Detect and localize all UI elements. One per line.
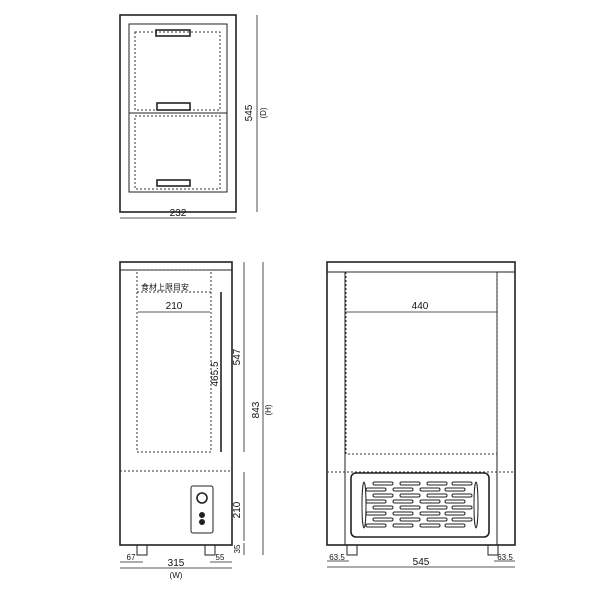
front-base-height-dim: 210 bbox=[232, 501, 243, 518]
top-view: 232 545 (D) bbox=[119, 14, 268, 219]
top-container-lower bbox=[134, 115, 221, 190]
front-view: 食材上限目安 210 465.5 67 315 (W) 55 547 843 (… bbox=[119, 261, 273, 580]
foot-right bbox=[487, 544, 499, 556]
grille-slot bbox=[426, 493, 448, 498]
ventilation-grille bbox=[350, 472, 490, 538]
grille-slot bbox=[399, 481, 421, 486]
top-inner-frame bbox=[128, 23, 228, 193]
side-inner-cavity bbox=[345, 271, 498, 455]
front-width-suffix: (W) bbox=[170, 571, 183, 580]
top-width-dim: 232 bbox=[170, 208, 187, 219]
front-left-offset-dim: 67 bbox=[127, 553, 136, 562]
grille-slot bbox=[392, 487, 414, 492]
front-total-height-dim: 843 bbox=[251, 401, 262, 418]
grille-slot bbox=[473, 481, 479, 529]
indicator-lamp bbox=[199, 512, 205, 518]
grille-slot bbox=[444, 487, 466, 492]
control-panel bbox=[190, 485, 214, 534]
grille-slot bbox=[444, 499, 466, 504]
handle bbox=[156, 102, 191, 111]
front-width-dim: 315 bbox=[168, 558, 185, 569]
front-inner-width-dim: 210 bbox=[166, 301, 183, 312]
grille-slot bbox=[365, 523, 387, 528]
grille-slot bbox=[365, 487, 387, 492]
front-right-offset-dim: 55 bbox=[216, 553, 225, 562]
side-right-offset-dim: 63.5 bbox=[497, 553, 513, 562]
foot-left bbox=[346, 544, 358, 556]
power-switch[interactable] bbox=[199, 519, 205, 525]
foot-left bbox=[136, 544, 148, 556]
grille-slot bbox=[419, 487, 441, 492]
grille-slot bbox=[444, 511, 466, 516]
side-depth-dim: 545 bbox=[413, 557, 430, 568]
grille-slot bbox=[399, 493, 421, 498]
grille-slot bbox=[444, 523, 466, 528]
grille-slot bbox=[372, 493, 394, 498]
grille-slot bbox=[451, 481, 473, 486]
handle bbox=[155, 29, 191, 37]
grille-slots bbox=[361, 481, 479, 529]
front-total-height-suffix: (H) bbox=[264, 404, 273, 415]
grille-slot bbox=[392, 511, 414, 516]
top-container-upper bbox=[134, 31, 221, 111]
side-inner-width-dim: 440 bbox=[412, 301, 429, 312]
grille-slot bbox=[426, 517, 448, 522]
side-left-offset-dim: 63.5 bbox=[329, 553, 345, 562]
front-inner-height-dim: 465.5 bbox=[210, 361, 221, 386]
grille-slot bbox=[392, 523, 414, 528]
grille-slot bbox=[451, 517, 473, 522]
food-limit-label: 食材上限目安 bbox=[141, 282, 189, 292]
grille-slot bbox=[426, 481, 448, 486]
grille-slot bbox=[426, 505, 448, 510]
grille-slot bbox=[419, 499, 441, 504]
grille-slot bbox=[399, 505, 421, 510]
grille-slot bbox=[451, 493, 473, 498]
foot-right bbox=[204, 544, 216, 556]
front-cabinet-height-dim: 547 bbox=[232, 348, 243, 365]
grille-slot bbox=[365, 499, 387, 504]
top-depth-suffix: (D) bbox=[259, 107, 268, 118]
grille-slot bbox=[419, 523, 441, 528]
side-view: 440 545 63.5 63.5 bbox=[326, 261, 516, 568]
thermostat-knob[interactable] bbox=[196, 492, 208, 504]
grille-slot bbox=[372, 517, 394, 522]
grille-slot bbox=[451, 505, 473, 510]
handle bbox=[156, 179, 191, 187]
grille-slot bbox=[361, 481, 367, 529]
grille-slot bbox=[365, 511, 387, 516]
grille-slot bbox=[399, 517, 421, 522]
top-depth-dim: 545 bbox=[244, 104, 255, 121]
grille-slot bbox=[392, 499, 414, 504]
top-outer-frame bbox=[119, 14, 237, 213]
front-foot-height-dim: 35 bbox=[233, 544, 242, 553]
side-outer-frame bbox=[326, 261, 516, 546]
front-outer-frame bbox=[119, 261, 233, 546]
grille-slot bbox=[372, 505, 394, 510]
front-inner-cavity bbox=[136, 269, 212, 453]
grille-slot bbox=[372, 481, 394, 486]
grille-slot bbox=[419, 511, 441, 516]
